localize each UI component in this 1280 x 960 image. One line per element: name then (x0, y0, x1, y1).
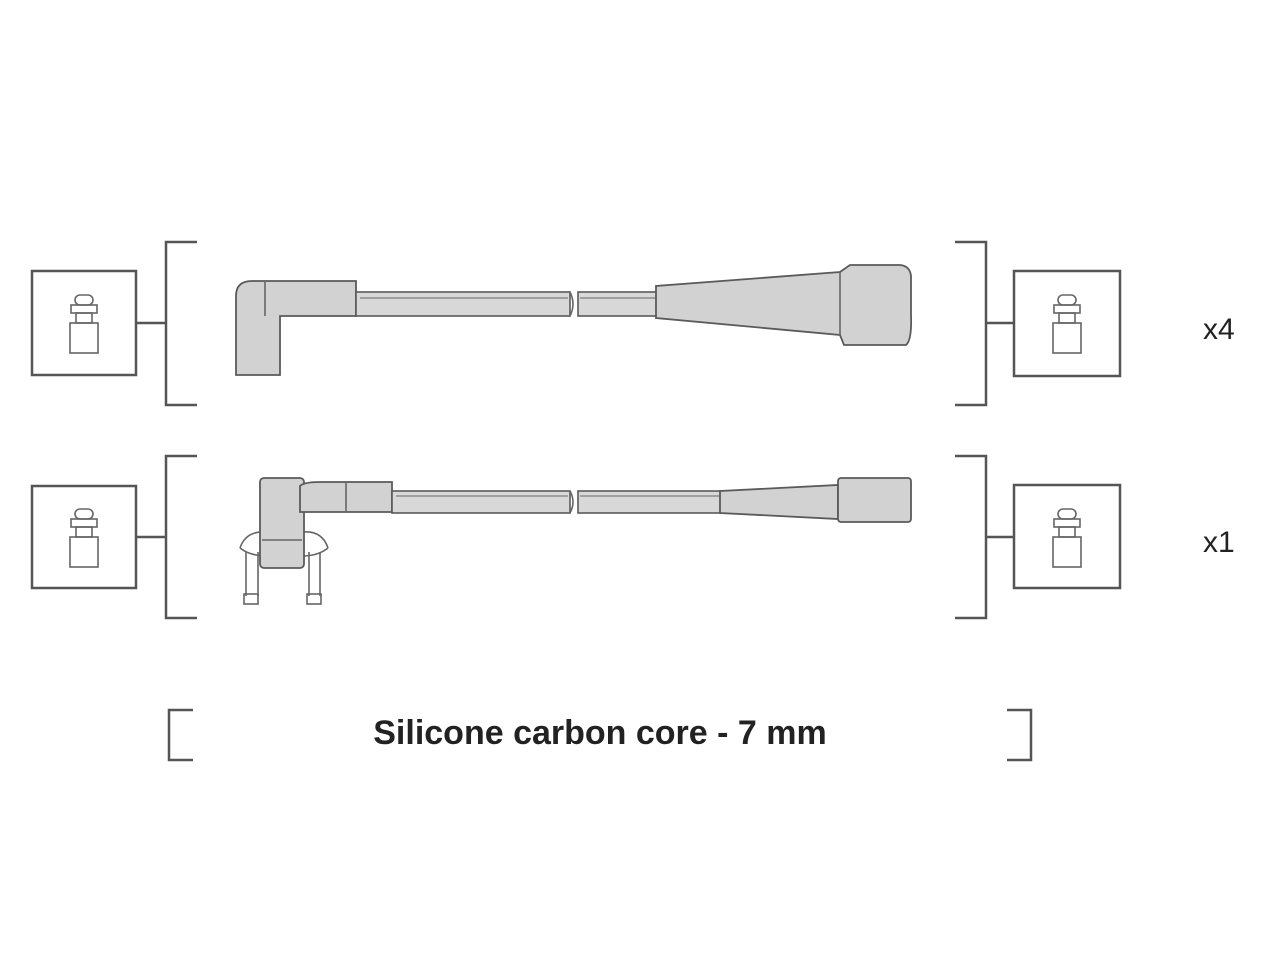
cable-row-1: x4 (30, 240, 1235, 407)
spark-plug-icon (69, 294, 99, 354)
right-bracket-2 (955, 454, 988, 620)
quantity-label-1: x4 (1203, 313, 1235, 346)
left-terminal-box-1 (30, 269, 138, 377)
caption-text: Silicone carbon core - 7 mm (373, 714, 826, 752)
spark-plug-icon (69, 508, 99, 568)
caption-group: Silicone carbon core - 7 mm (167, 708, 1033, 762)
ignition-cable-1 (235, 264, 913, 376)
quantity-label-2: x1 (1203, 526, 1235, 559)
right-terminal-box-2 (1012, 483, 1122, 590)
caption-left-bracket (167, 708, 193, 762)
right-bracket-1 (955, 240, 988, 407)
ignition-coil-icon (1052, 508, 1082, 568)
left-bracket-2 (164, 454, 197, 620)
ignition-cable-2 (239, 477, 912, 605)
right-terminal-box-1 (1012, 269, 1122, 378)
cable-row-2: x1 (30, 454, 1235, 620)
ignition-coil-icon (1052, 294, 1082, 354)
left-terminal-box-2 (30, 484, 138, 590)
caption-right-bracket (1007, 708, 1033, 762)
left-bracket-1 (164, 240, 197, 407)
